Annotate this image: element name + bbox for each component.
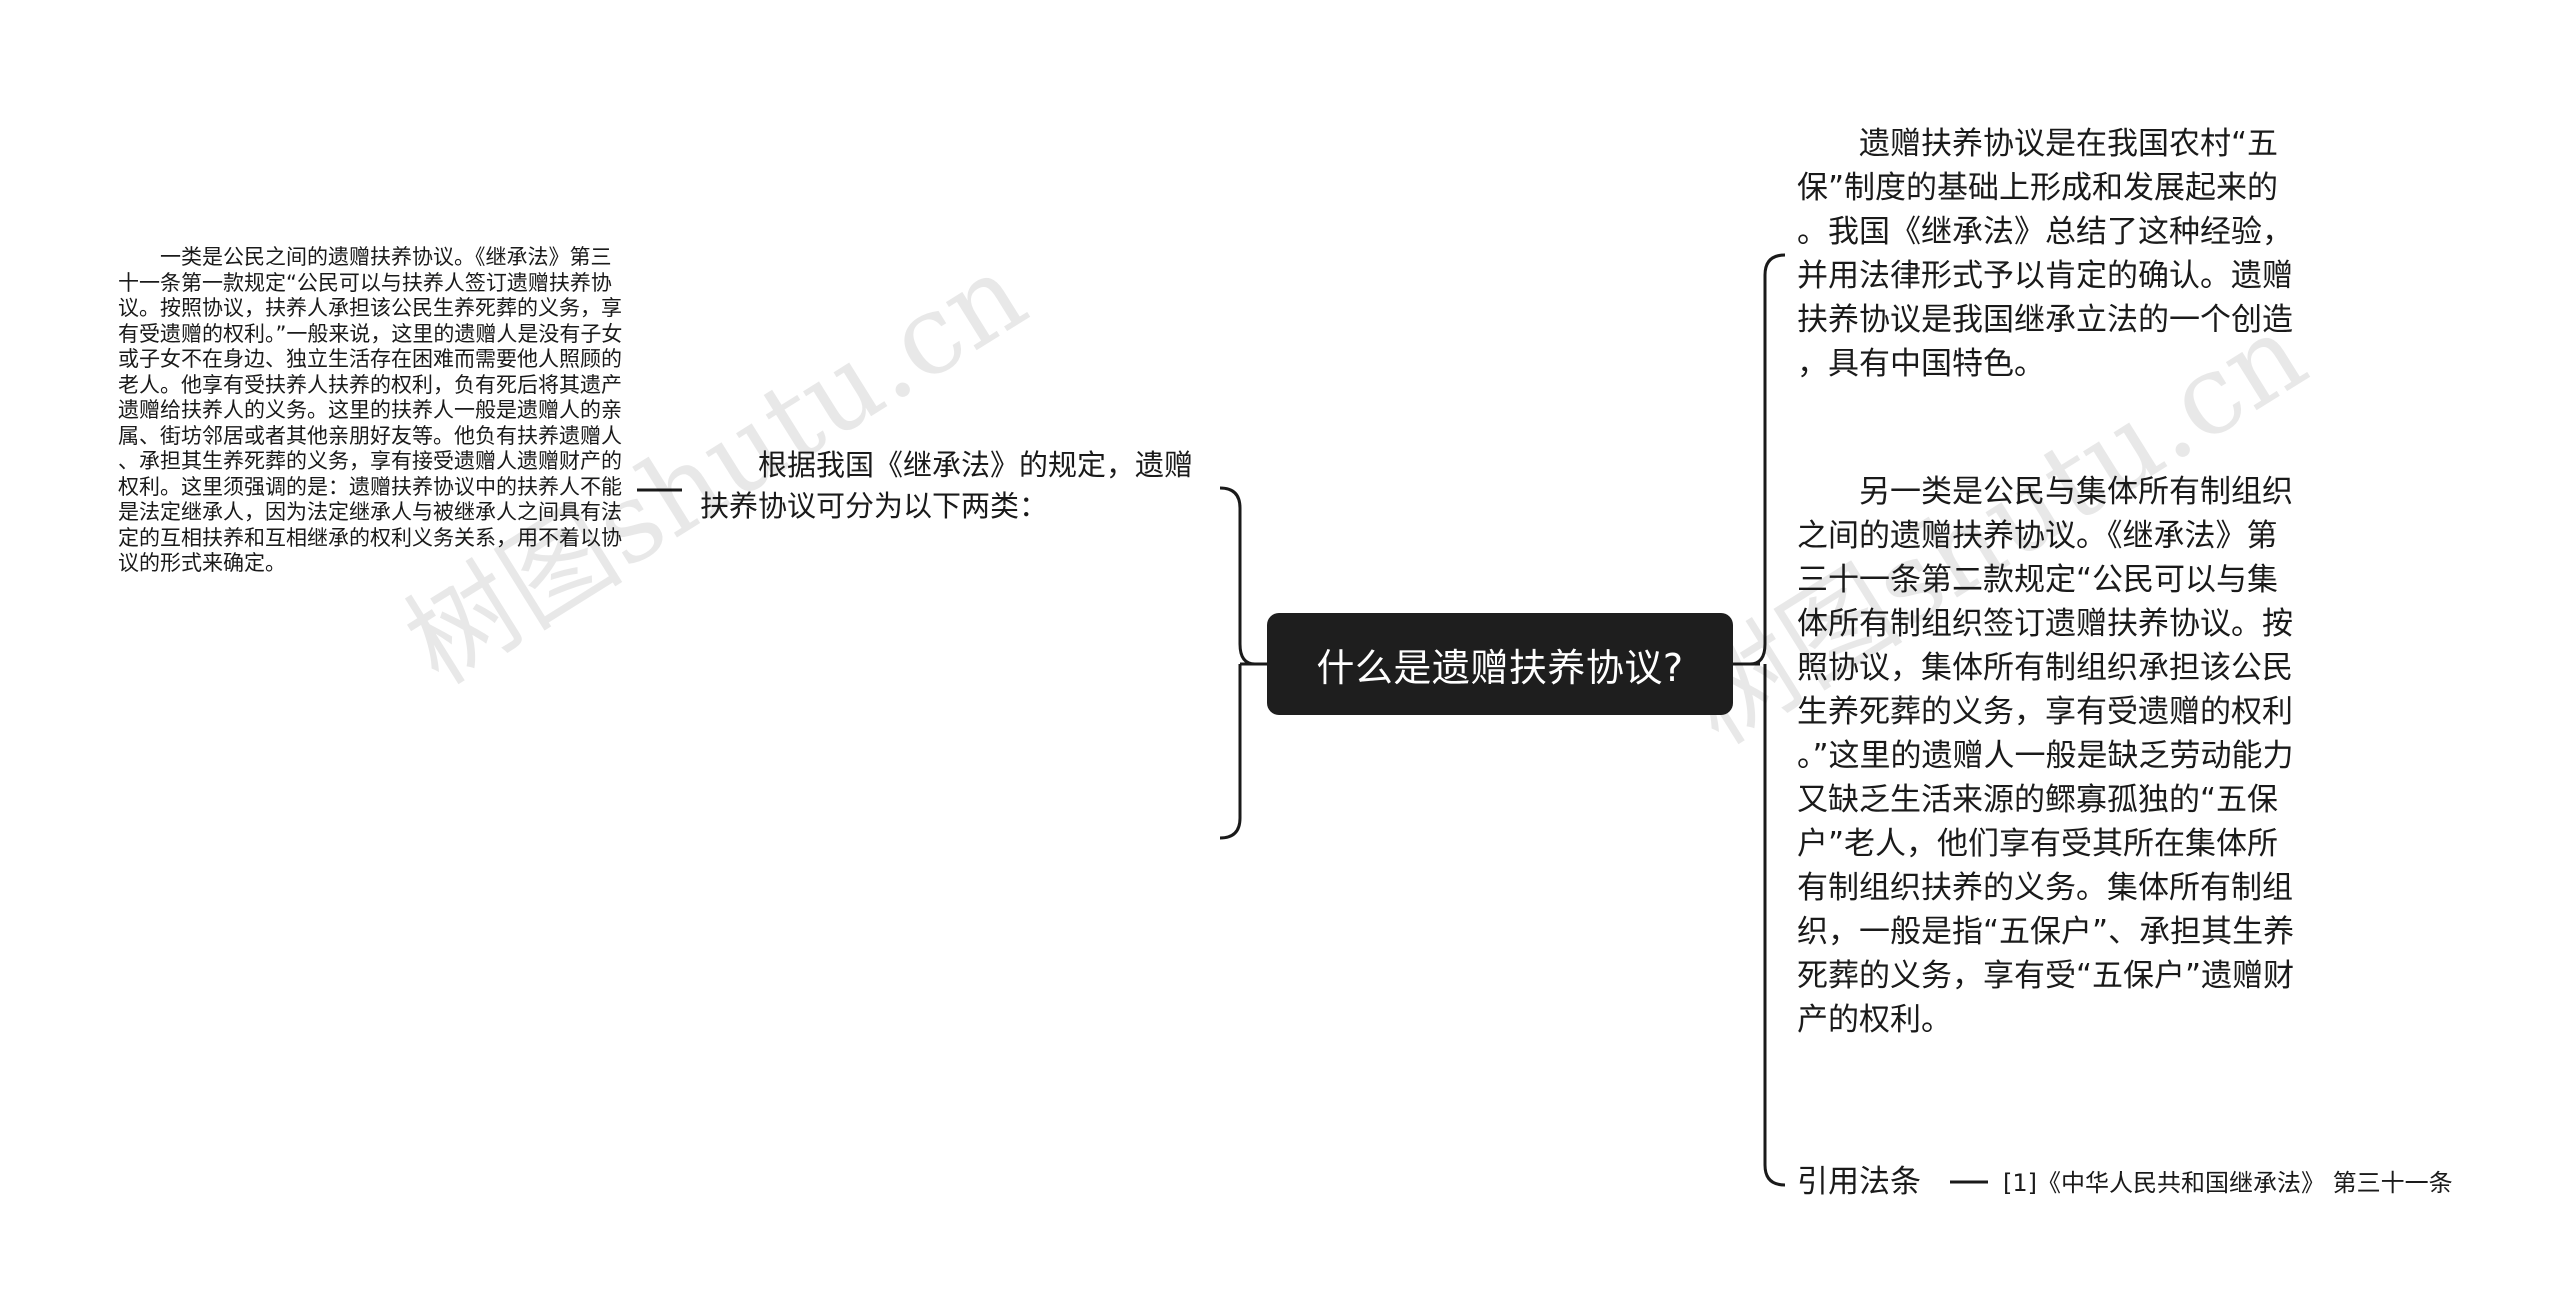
- bracket-right: [1749, 253, 1786, 1187]
- branch-left-text: 根据我国《继承法》的规定，遗赠扶养协议可分为以下两类：: [700, 448, 1194, 523]
- leaf-left-text: 一类是公民之间的遗赠扶养协议。《继承法》第三十一条第一款规定“公民可以与扶养人签…: [118, 245, 623, 575]
- leaf-right-history: 遗赠扶养协议是在我国农村“五保”制度的基础上形成和发展起来的。我国《继承法》总结…: [1797, 126, 2293, 382]
- root-title: 什么是遗赠扶养协议?: [1316, 645, 1684, 690]
- citation-label: 引用法条: [1797, 1164, 1921, 1200]
- citation-reference: [1]《中华人民共和国继承法》 第三十一条: [2003, 1169, 2453, 1197]
- root-node[interactable]: 什么是遗赠扶养协议?: [1267, 613, 1733, 715]
- bracket-left: [1219, 486, 1256, 840]
- leaf-right-collective: 另一类是公民与集体所有制组织之间的遗赠扶养协议。《继承法》第三十一条第二款规定“…: [1797, 474, 2295, 1038]
